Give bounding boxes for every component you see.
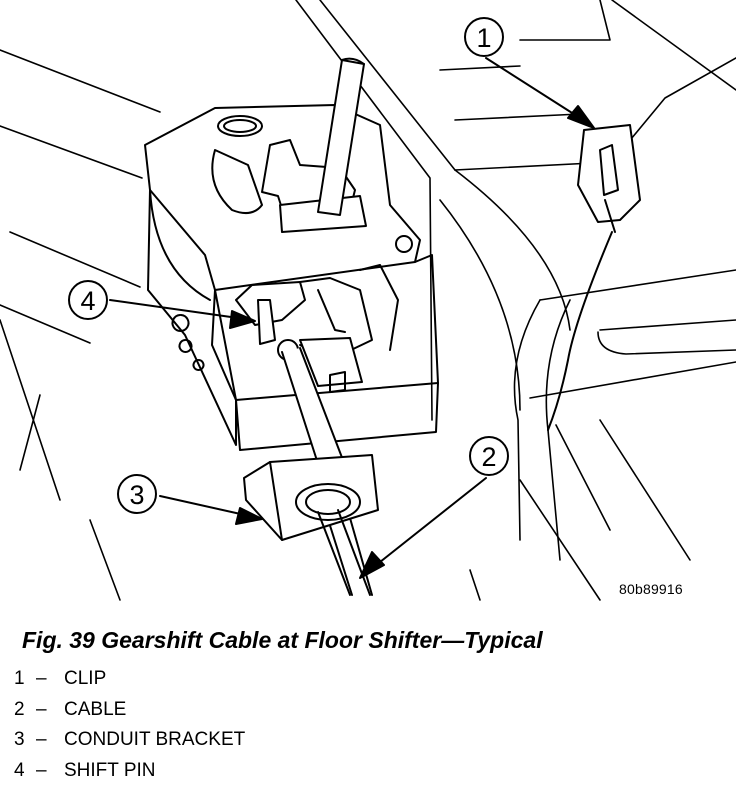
conduit-bracket xyxy=(244,455,378,595)
legend-item: 4 – SHIFT PIN xyxy=(14,760,245,790)
legend-dash: – xyxy=(36,699,64,730)
legend-dash: – xyxy=(36,729,64,760)
legend-item: 3 – CONDUIT BRACKET xyxy=(14,729,245,760)
legend-number: 4 xyxy=(14,760,36,790)
legend-item: 1 – CLIP xyxy=(14,668,245,699)
legend-label: CONDUIT BRACKET xyxy=(64,729,245,760)
callout-1: 1 xyxy=(465,18,594,128)
legend-number: 1 xyxy=(14,668,36,699)
legend-number: 3 xyxy=(14,729,36,760)
callout-2-label: 2 xyxy=(481,442,496,472)
shifter-illustration: 1 2 3 4 xyxy=(0,0,736,610)
legend-item: 2 – CABLE xyxy=(14,699,245,730)
legend-dash: – xyxy=(36,668,64,699)
legend-label: SHIFT PIN xyxy=(64,760,156,790)
legend-list: 1 – CLIP 2 – CABLE 3 – CONDUIT BRACKET 4… xyxy=(14,668,245,790)
shifter-housing xyxy=(145,105,438,450)
callout-2: 2 xyxy=(360,437,508,578)
legend-label: CLIP xyxy=(64,668,106,699)
legend-dash: – xyxy=(36,760,64,790)
figure-code: 80b89916 xyxy=(619,581,683,597)
clip xyxy=(548,125,640,430)
figure-caption: Fig. 39 Gearshift Cable at Floor Shifter… xyxy=(22,627,543,654)
callout-3: 3 xyxy=(118,475,262,524)
callout-3-label: 3 xyxy=(129,480,144,510)
legend-label: CABLE xyxy=(64,699,126,730)
callout-1-label: 1 xyxy=(476,23,491,53)
legend-number: 2 xyxy=(14,699,36,730)
callout-4-label: 4 xyxy=(80,286,95,316)
